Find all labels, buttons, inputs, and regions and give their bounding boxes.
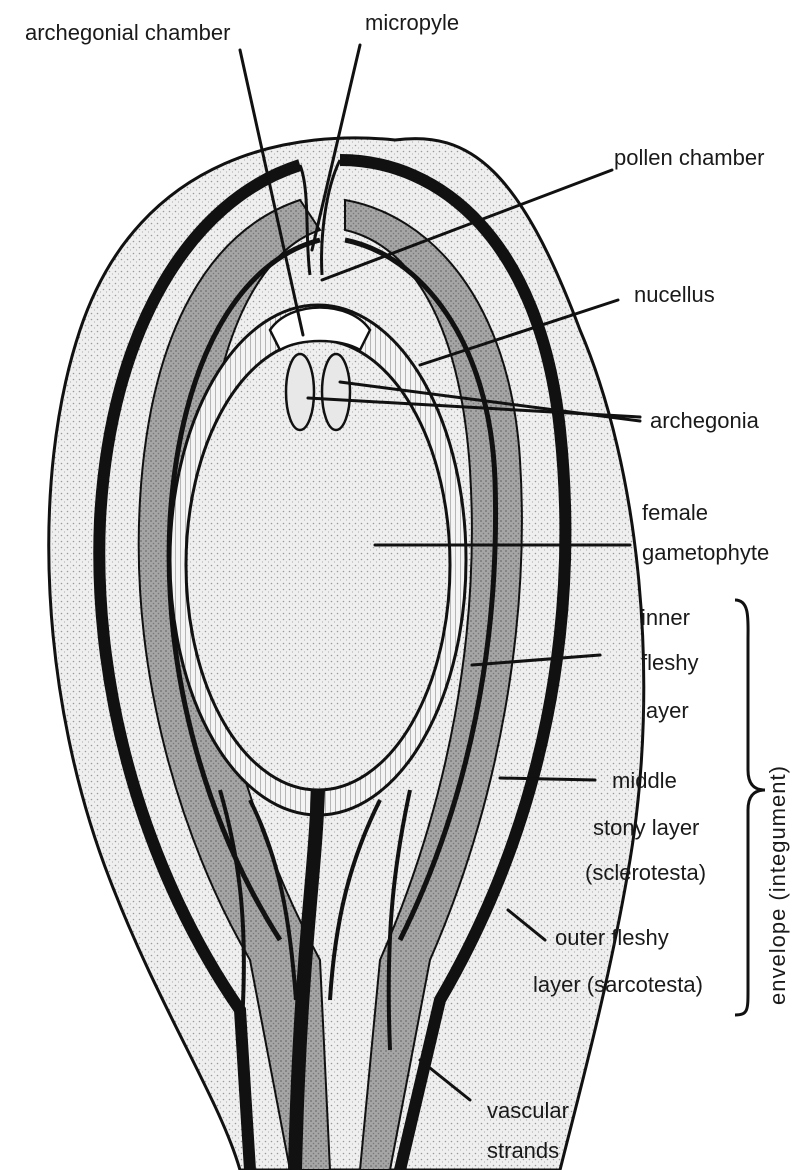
label-vascular-line1: vascular	[487, 1098, 569, 1123]
label-outer-line2: layer (sarcotesta)	[533, 972, 703, 997]
integument-brace	[735, 600, 765, 1015]
label-pollen-chamber: pollen chamber	[614, 145, 764, 170]
label-nucellus: nucellus	[634, 282, 715, 307]
label-envelope-integument: envelope (integument)	[765, 765, 790, 1005]
label-archegonia: archegonia	[650, 408, 760, 433]
label-micropyle: micropyle	[365, 10, 459, 35]
label-inner-line1: inner	[641, 605, 690, 630]
archegonium-left	[286, 354, 314, 430]
label-inner-line2: fleshy	[641, 650, 698, 675]
archegonium-right	[322, 354, 350, 430]
label-middle-line2: stony layer	[593, 815, 699, 840]
label-female-line1: female	[642, 500, 708, 525]
label-female-line2: gametophyte	[642, 540, 769, 565]
label-vascular-line2: strands	[487, 1138, 559, 1163]
label-archegonial-chamber: archegonial chamber	[25, 20, 230, 45]
label-middle-line1: middle	[612, 768, 677, 793]
label-middle-line3: (sclerotesta)	[585, 860, 706, 885]
label-outer-line1: outer fleshy	[555, 925, 669, 950]
label-inner-line3: layer	[641, 698, 689, 723]
female-gametophyte	[186, 340, 450, 790]
